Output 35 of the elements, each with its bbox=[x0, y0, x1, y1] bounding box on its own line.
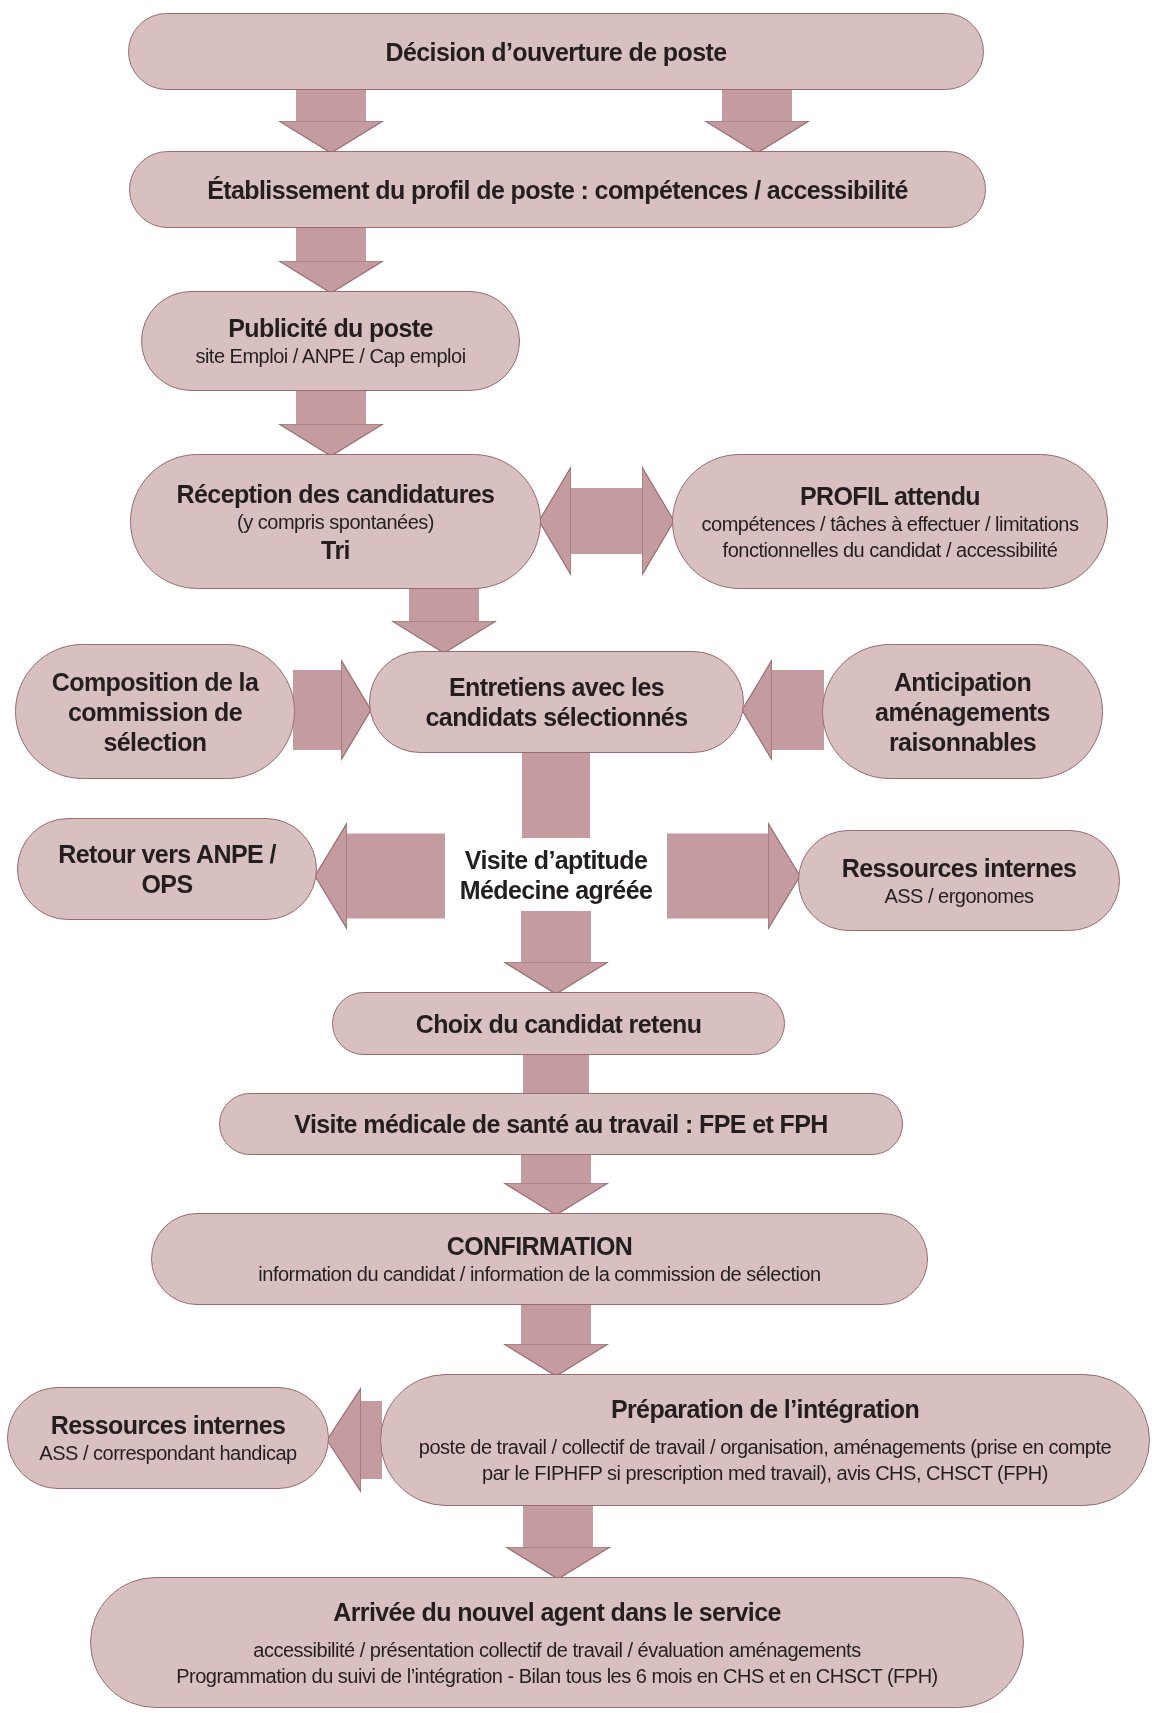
process-box bbox=[822, 644, 1103, 779]
process-box bbox=[15, 644, 295, 779]
block-arrow bbox=[538, 466, 675, 576]
box-title: Ressources internes bbox=[841, 852, 1077, 883]
box-text: accessibilité / présentation collectif de travail / évaluation aménagements bbox=[253, 1637, 861, 1663]
box-text: Programmation du suivi de l’intégration - Bilan tous les 6 mois en CHS et en CHSCT (FPH) bbox=[176, 1663, 938, 1689]
box-title: CONFIRMATION bbox=[446, 1231, 633, 1261]
block-arrow bbox=[667, 822, 801, 930]
block-arrow bbox=[326, 1387, 382, 1493]
box-title: Arrivée du nouvel agent dans le service bbox=[333, 1596, 781, 1627]
box-title: Retour vers ANPE / OPS bbox=[57, 839, 277, 899]
block-arrow bbox=[314, 822, 445, 930]
box-title: Choix du candidat retenu bbox=[415, 1008, 702, 1039]
box-text: site Emploi / ANPE / Cap emploi bbox=[195, 344, 466, 369]
box-title: Anticipation aménagements raisonnables bbox=[874, 666, 1051, 757]
box-title: Décision d’ouverture de poste bbox=[385, 36, 727, 67]
box-title: Établissement du profil de poste : compétences / accessibilité bbox=[207, 174, 908, 205]
box-title: PROFIL attendu bbox=[800, 480, 980, 511]
box-title: Réception des candidatures bbox=[176, 478, 495, 509]
box-text: ASS / ergonomes bbox=[884, 883, 1034, 909]
box-text: poste de travail / collectif de travail / organisation, aménagements (prise en compte par le FIPHFP si prescription med travail), avis CHS, CHSCT (FPH) bbox=[417, 1435, 1113, 1486]
box-title: Composition de la commission de sélection bbox=[50, 666, 260, 757]
box-title: Visite d’aptitude Médecine agréée bbox=[458, 844, 654, 905]
box-title: Entretiens avec les candidats sélectionnés bbox=[424, 672, 689, 732]
box-title: Tri bbox=[321, 534, 350, 565]
box-title: Préparation de l’intégration bbox=[610, 1394, 920, 1424]
box-text: information du candidat / information de la commission de sélection bbox=[258, 1262, 821, 1287]
box-text: (y compris spontanées) bbox=[237, 509, 434, 535]
box-text: ASS / correspondant handicap bbox=[39, 1441, 297, 1466]
box-text: compétences / tâches à effectuer / limitations fonctionnelles du candidat / accessibilité bbox=[700, 511, 1080, 563]
process-box bbox=[380, 1374, 1150, 1506]
box-title: Visite médicale de santé au travail : FPE et FPH bbox=[294, 1109, 828, 1139]
box-title: Publicité du poste bbox=[228, 313, 433, 343]
box-title: Ressources internes bbox=[50, 1410, 286, 1440]
block-arrow bbox=[741, 659, 824, 761]
